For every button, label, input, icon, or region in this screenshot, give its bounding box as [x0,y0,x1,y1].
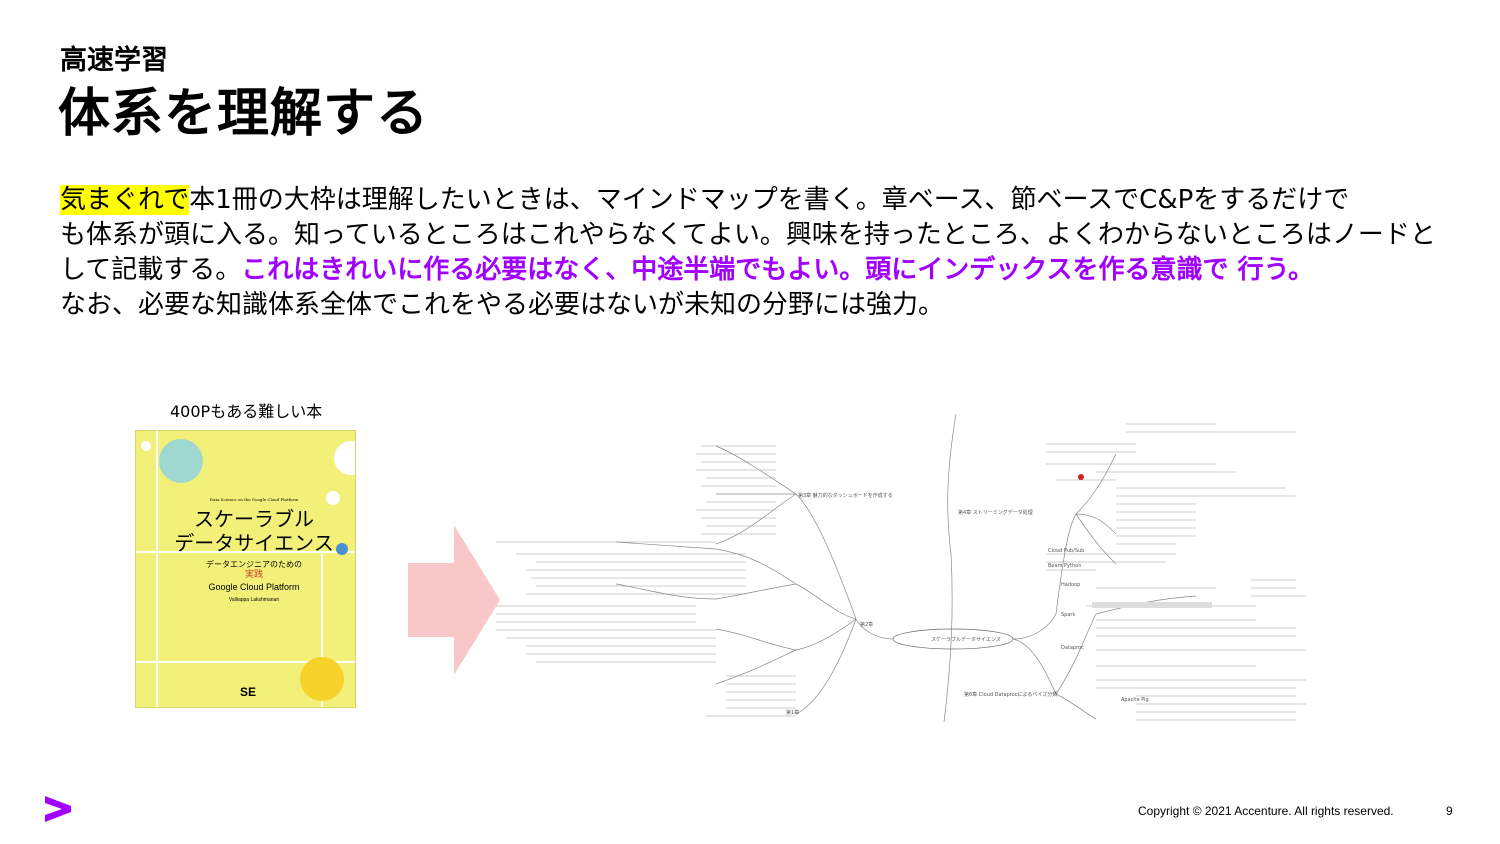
mindmap-chapter-3: 第3章 魅力的なダッシュボードを作成する [798,492,893,499]
cover-title-1: スケーラブル [194,507,314,531]
emphasis-text: これはきれいに作る必要はなく、中途半端でもよい。頭にインデックスを作る意識で 行… [241,255,1314,285]
copyright-text: Copyright © 2021 Accenture. All rights r… [1138,804,1394,818]
highlight-text: 気まぐれで [60,185,190,215]
mindmap-node-pig: Apache Pig [1121,697,1149,703]
mindmap-node-pubsub: Cloud Pub/Sub [1048,548,1084,554]
cover-publisher-logo: SE [240,685,257,699]
cover-small-en: Data Science on the Google Cloud Platfor… [209,497,299,502]
mindmap-chapter-6: 第6章 Cloud Dataprocによるベイズ分類 [964,691,1057,698]
mindmap-chapter-2: 第2章 [860,621,873,628]
cover-sub: データエンジニアのための [206,560,302,569]
body-text: 気まぐれで本1冊の大枠は理解したいときは、マインドマップを書く。章ベース、節ベー… [60,183,1450,323]
body-line-3-start: して記載する。 [60,255,242,285]
page-title: 体系を理解する [58,84,430,144]
right-arrow-icon [408,525,500,675]
cover-gcp: Google Cloud Platform [208,582,300,592]
cover-author: Valliappa Lakshmanan [228,597,280,603]
mindmap-chapter-4: 第4章 ストリーミングデータ処理 [958,509,1033,516]
section-subtitle: 高速学習 [60,45,168,76]
body-line-1-rest: 本1冊の大枠は理解したいときは、マインドマップを書く。章ベース、節ベースでC&P… [189,185,1350,215]
page-number: 9 [1446,804,1453,818]
mindmap-image: スケーラブルデータサイエンス 第3章 魅力的なダッシュボードを作成する 第2章 … [496,414,1306,722]
book-cover-image: Data Science on the Google Cloud Platfor… [135,430,356,708]
mindmap-center: スケーラブルデータサイエンス [931,636,1001,643]
body-line-4: なお、必要な知識体系全体でこれをやる必要はないが未知の分野には強力。 [60,290,945,320]
accenture-logo-icon [45,796,71,822]
body-line-3: して記載する。これはきれいに作る必要はなく、中途半端でもよい。頭にインデックスを… [60,253,1450,288]
body-line-2: も体系が頭に入る。知っているところはこれやらなくてよい。興味を持ったところ、よく… [60,220,1436,250]
mindmap-node-hadoop: Hadoop [1061,582,1080,588]
cover-title-2: データサイエンス [174,531,334,555]
cover-jissen: 実践 [244,570,263,580]
mindmap-chapter-1: 第1章 [786,709,799,716]
mindmap-node-beam: Beam Python [1048,563,1081,569]
mindmap-node-dataproc: Dataproc [1061,645,1084,651]
book-label: 400Pもある難しい本 [170,402,323,421]
body-line-1: 気まぐれで本1冊の大枠は理解したいときは、マインドマップを書く。章ベース、節ベー… [60,183,1450,218]
mindmap-node-spark: Spark [1061,612,1075,618]
